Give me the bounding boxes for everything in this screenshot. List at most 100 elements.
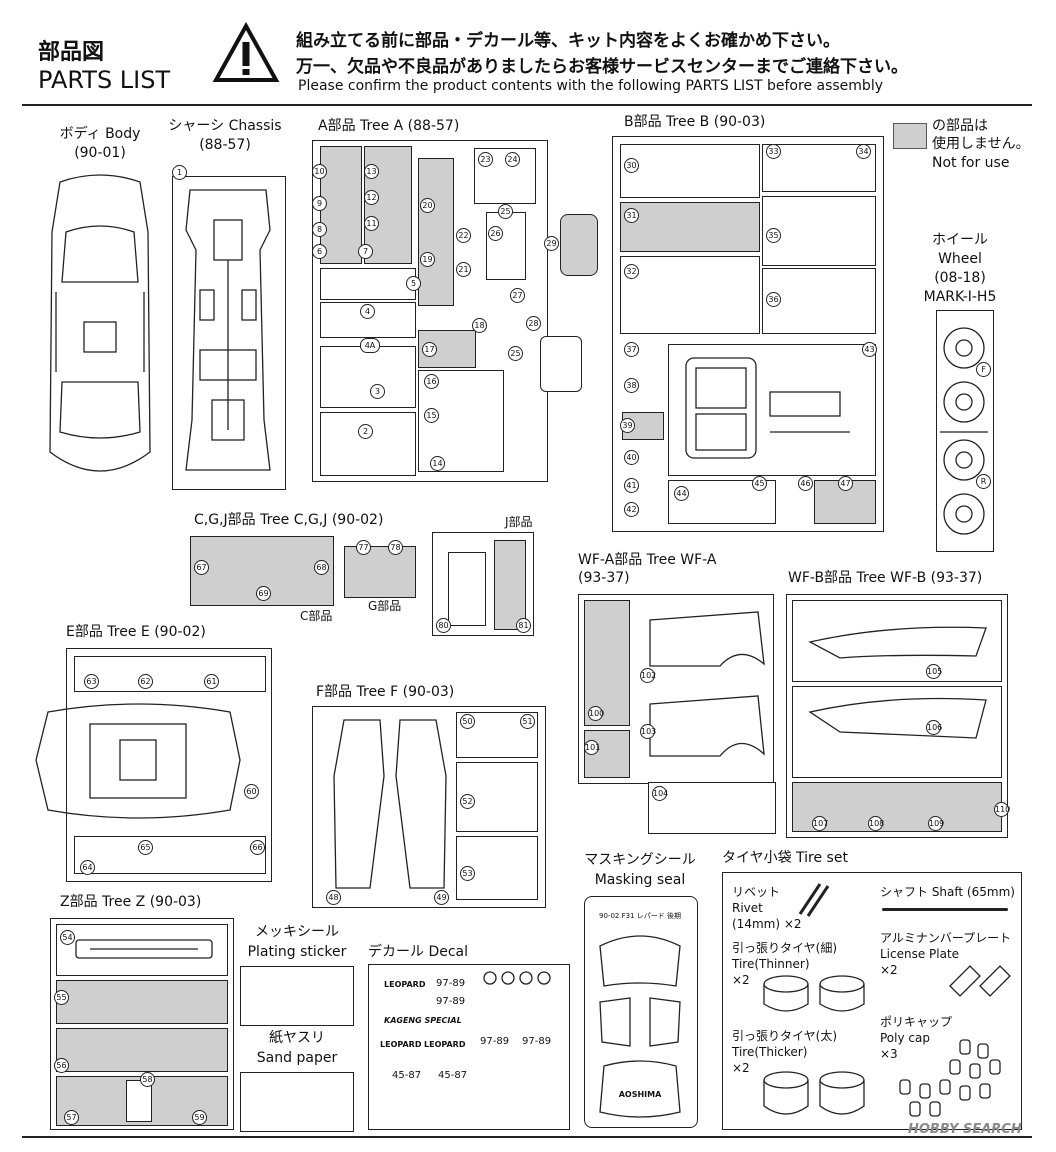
- watermark: HOBBY SEARCH: [908, 1122, 1022, 1137]
- plate-label-ja: アルミナンバープレート: [880, 931, 1012, 945]
- tree-b-cell-31: [620, 202, 760, 252]
- decal-plate: 97-89: [436, 996, 466, 1007]
- part-number: 106: [926, 720, 942, 735]
- part-number: 42: [624, 502, 639, 517]
- footer-divider: [22, 1136, 1032, 1138]
- part-number: 65: [138, 840, 153, 855]
- chassis-part-number: 1: [172, 165, 187, 180]
- part-number: 26: [488, 226, 503, 241]
- tree-b-cell-36: [762, 268, 876, 334]
- part-number: 110: [994, 802, 1010, 817]
- part-number: 78: [388, 540, 403, 555]
- masking-label-ja: マスキングシール: [584, 852, 696, 868]
- tree-wfb-cell-107: [792, 782, 1002, 832]
- legend-text-3: Not for use: [932, 155, 1010, 171]
- part-number: 51: [520, 714, 535, 729]
- tree-g-sprue: [344, 546, 416, 598]
- part-number: 45: [752, 476, 767, 491]
- tree-a-part-28: [540, 336, 582, 392]
- tree-b-cell-33: [762, 144, 876, 192]
- part-number: 31: [624, 208, 639, 223]
- plate-qty: ×2: [880, 963, 898, 977]
- tree-b-cell-35: [762, 196, 876, 266]
- part-number: 64: [80, 860, 95, 875]
- chassis-label: シャーシ Chassis: [168, 118, 282, 134]
- tree-a-cell-1: [320, 146, 362, 264]
- part-number: 61: [204, 674, 219, 689]
- tree-wfa-cell-100: [584, 600, 630, 726]
- rivet-label-ja: リベット: [732, 885, 781, 899]
- part-number: 107: [812, 816, 828, 831]
- part-number: 17: [422, 342, 437, 357]
- decal-gauges-drawing: [483, 971, 551, 985]
- part-number: 46: [798, 476, 813, 491]
- part-number: 25: [498, 204, 513, 219]
- decal-brand: LEOPARD: [384, 980, 426, 989]
- tree-a-part-29: [560, 214, 598, 276]
- part-number: 13: [364, 164, 379, 179]
- part-number: 41: [624, 478, 639, 493]
- decal-plate: 97-89: [480, 1036, 510, 1047]
- tree-cgj-title: C,G,J部品 Tree C,G,J (90-02): [194, 512, 384, 528]
- part-number: 28: [526, 316, 541, 331]
- tree-g-label: G部品: [368, 599, 402, 613]
- decal-plate: 97-89: [436, 978, 466, 989]
- tree-a-cell-26: [486, 212, 526, 280]
- wheel-label-en: Wheel: [938, 251, 982, 267]
- tree-b-cell-43: [668, 344, 876, 476]
- part-number: 21: [456, 262, 471, 277]
- decal-brand: LEOPARD: [380, 1040, 422, 1049]
- tire-thin-label-en: Tire(Thinner): [732, 957, 810, 971]
- part-number: 14: [430, 456, 445, 471]
- polycap-qty: ×3: [880, 1047, 898, 1061]
- tree-z-cell-56: [56, 1028, 228, 1072]
- tree-e-cell-bottom: [74, 836, 266, 874]
- tree-a-cell-2b: [320, 412, 416, 476]
- part-number: 7: [358, 244, 373, 259]
- part-number: 9: [312, 196, 327, 211]
- tree-a-title: A部品 Tree A (88-57): [318, 118, 460, 134]
- masking-window-drawing: [599, 935, 681, 1118]
- tree-wfb-title: WF-B部品 Tree WF-B (93-37): [788, 570, 983, 586]
- plate-label-en: License Plate: [880, 947, 960, 961]
- sandpaper-box: [240, 1072, 354, 1132]
- part-number: 27: [510, 288, 525, 303]
- rivet-drawing: [798, 883, 830, 917]
- part-number: 67: [194, 560, 209, 575]
- part-number: 105: [926, 664, 942, 679]
- part-number: 109: [928, 816, 944, 831]
- tree-e-hood-drawing: [35, 703, 241, 819]
- tree-b-seat-drawing: [685, 357, 850, 459]
- tree-wfa-title: WF-A部品 Tree WF-A: [578, 552, 717, 568]
- part-number: 103: [640, 724, 656, 739]
- part-number: 19: [420, 252, 435, 267]
- part-number: 57: [64, 1110, 79, 1125]
- part-number: 2: [358, 424, 373, 439]
- tire-thick-label-ja: 引っ張りタイヤ(太): [732, 1029, 838, 1043]
- chassis-drawing: [185, 189, 271, 471]
- part-number: 40: [624, 450, 639, 465]
- part-number: 5: [406, 276, 421, 291]
- decal-plate: 97-89: [522, 1036, 552, 1047]
- part-number: 8: [312, 222, 327, 237]
- part-number: 11: [364, 216, 379, 231]
- part-number: 36: [766, 292, 781, 307]
- plating-sticker-box: [240, 966, 354, 1026]
- part-number: 100: [588, 706, 604, 721]
- tree-wfb-cell-105: [792, 600, 1002, 682]
- part-number: 18: [472, 318, 487, 333]
- page-title-en: PARTS LIST: [38, 66, 171, 94]
- part-number: 39: [620, 418, 635, 433]
- tree-wfb-cell-106: [792, 686, 1002, 778]
- tree-e-cell-top: [74, 656, 266, 692]
- wheel-mark: MARK-I-H5: [923, 289, 997, 305]
- decal-brand: KAGENG SPECIAL: [384, 1016, 462, 1025]
- part-number: 4: [360, 304, 375, 319]
- tree-a-cell-17: [418, 330, 476, 368]
- tree-e-title: E部品 Tree E (90-02): [66, 624, 206, 640]
- part-number: 35: [766, 228, 781, 243]
- plating-label-en: Plating sticker: [247, 944, 347, 960]
- part-number: 10: [312, 164, 327, 179]
- part-number: 22: [456, 228, 471, 243]
- part-number: 108: [868, 816, 884, 831]
